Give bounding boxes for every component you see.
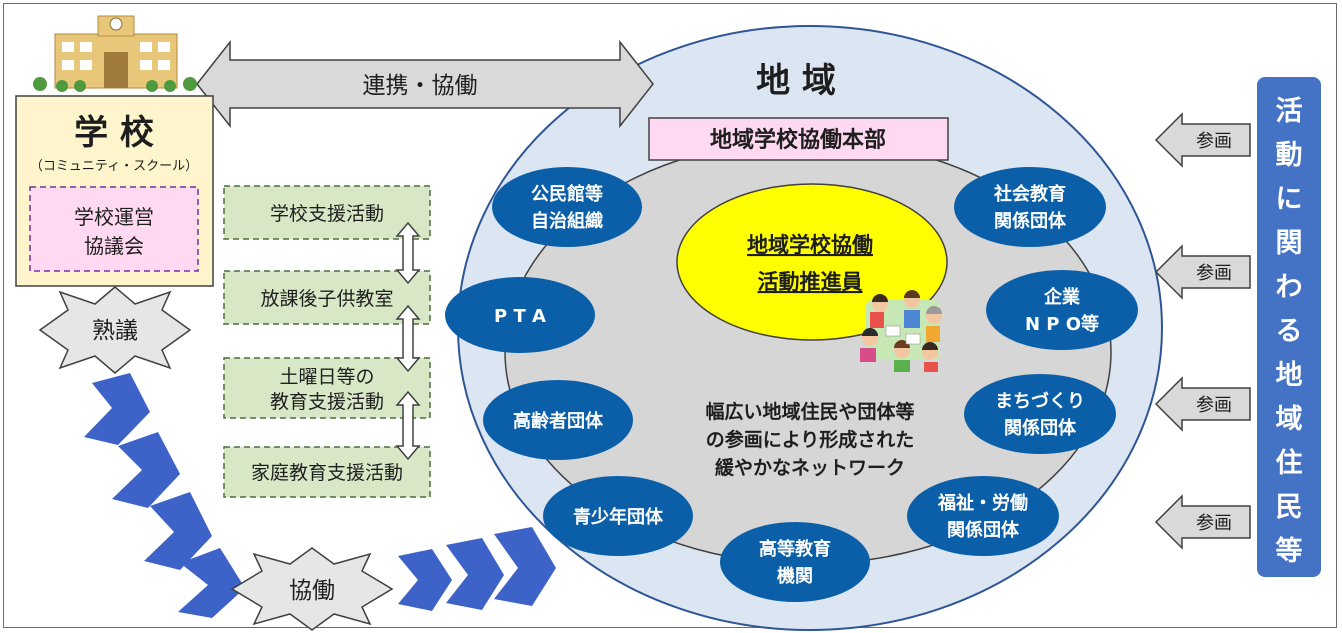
org-pta: P T A bbox=[445, 277, 595, 353]
residents-bar bbox=[1257, 77, 1321, 577]
headquarters-box bbox=[648, 117, 949, 161]
residents-char-10: 民 bbox=[1276, 492, 1303, 523]
network-text-line1: 幅広い地域住民や団体等 bbox=[705, 400, 914, 423]
residents-char-5: わ bbox=[1276, 272, 1303, 303]
activity-1-label: 学校支援活動 bbox=[270, 203, 384, 225]
org-town-development-line2: 関係団体 bbox=[1004, 417, 1077, 439]
org-kominkan-line1: 公民館等 bbox=[531, 183, 603, 205]
org-youth-label: 青少年団体 bbox=[573, 506, 664, 528]
org-town-development: まちづくり 関係団体 bbox=[964, 374, 1116, 454]
promoter-label-line2: 活動推進員 bbox=[758, 270, 863, 294]
org-higher-education-line2: 機関 bbox=[777, 565, 813, 587]
participation-arrow-3-label: 参画 bbox=[1196, 395, 1232, 416]
collaboration-star bbox=[230, 547, 394, 631]
headquarters-label: 地域学校協働本部 bbox=[710, 127, 886, 153]
network-text-line2: の参画により形成された bbox=[706, 428, 915, 451]
school-subtitle: （コミュニティ・スクール） bbox=[30, 159, 198, 174]
org-higher-education: 高等教育 機関 bbox=[720, 522, 870, 602]
participation-arrow-1-label: 参画 bbox=[1196, 131, 1232, 152]
participation-arrow-1: 参画 bbox=[1154, 112, 1251, 168]
chevron-3 bbox=[144, 492, 212, 570]
activity-link-arrows bbox=[395, 221, 421, 461]
collaboration-arrow-label: 連携・協働 bbox=[363, 73, 478, 99]
org-kominkan-line2: 自治組織 bbox=[531, 210, 603, 232]
org-welfare-labor-line1: 福祉・労働 bbox=[937, 492, 1028, 514]
org-kominkan: 公民館等 自治組織 bbox=[492, 167, 642, 247]
residents-char-9: 住 bbox=[1276, 447, 1303, 479]
residents-char-2: 動 bbox=[1276, 140, 1303, 171]
residents-label: 活 動 に 関 わ る 地 域 住 民 等 bbox=[1276, 96, 1303, 567]
activity-3-line1: 土曜日等の bbox=[279, 366, 374, 388]
org-elderly: 高齢者団体 bbox=[483, 380, 633, 460]
deliberation-label: 熟議 bbox=[92, 318, 138, 344]
residents-char-11: 等 bbox=[1276, 535, 1303, 567]
participation-arrow-2: 参画 bbox=[1154, 244, 1251, 300]
activity-2-label: 放課後子供教室 bbox=[260, 288, 393, 310]
chevron-1 bbox=[84, 373, 150, 445]
network-text-line3: 緩やかなネットワーク bbox=[715, 456, 905, 479]
participation-arrow-3: 参画 bbox=[1154, 376, 1251, 432]
region-title: 地 域 bbox=[756, 61, 836, 101]
residents-char-7: 地 bbox=[1276, 360, 1303, 391]
promoter-label-line1: 地域学校協働 bbox=[747, 233, 873, 257]
participation-arrow-2-label: 参画 bbox=[1196, 263, 1232, 284]
chevron-6 bbox=[446, 538, 504, 610]
org-welfare-labor: 福祉・労働 関係団体 bbox=[907, 476, 1059, 556]
collaboration-label: 協働 bbox=[289, 578, 335, 604]
activity-3-line2: 教育支援活動 bbox=[270, 391, 384, 413]
deliberation-star bbox=[38, 286, 192, 374]
org-pta-label: P T A bbox=[494, 306, 546, 327]
activity-link-arrow-2 bbox=[395, 304, 421, 373]
chevron-2 bbox=[112, 432, 180, 508]
org-welfare-labor-line2: 関係団体 bbox=[947, 519, 1020, 541]
chevron-5 bbox=[398, 549, 452, 611]
activity-4-label: 家庭教育支援活動 bbox=[251, 462, 403, 484]
diagram-frame bbox=[3, 3, 1337, 628]
school-council-line1: 学校運営 bbox=[74, 205, 154, 229]
residents-char-3: に bbox=[1276, 184, 1303, 215]
participation-arrow-4-label: 参画 bbox=[1196, 513, 1232, 534]
residents-char-6: る bbox=[1276, 316, 1303, 347]
org-youth: 青少年団体 bbox=[543, 476, 693, 556]
org-company-npo-line1: 企業 bbox=[1043, 286, 1081, 308]
school-council-line2: 協議会 bbox=[84, 234, 144, 258]
activity-link-arrow-1 bbox=[395, 221, 421, 285]
org-higher-education-line1: 高等教育 bbox=[759, 538, 831, 560]
people-meeting-illustration bbox=[860, 290, 942, 372]
residents-char-1: 活 bbox=[1276, 96, 1303, 127]
org-elderly-label: 高齢者団体 bbox=[513, 410, 604, 432]
activity-box-3 bbox=[223, 357, 431, 419]
org-social-education-line2: 関係団体 bbox=[994, 210, 1067, 232]
org-town-development-line1: まちづくり bbox=[995, 391, 1085, 412]
activity-box-4 bbox=[223, 446, 431, 498]
residents-char-8: 域 bbox=[1276, 404, 1303, 435]
school-title: 学 校 bbox=[74, 113, 154, 153]
collaboration-double-arrow bbox=[196, 39, 654, 129]
chevron-flow bbox=[84, 373, 556, 618]
activity-box-1 bbox=[223, 185, 431, 240]
residents-char-4: 関 bbox=[1276, 228, 1303, 259]
participation-arrow-4: 参画 bbox=[1154, 494, 1251, 550]
school-council-box bbox=[29, 186, 199, 272]
activity-box-2 bbox=[223, 270, 431, 325]
activity-link-arrow-3 bbox=[395, 390, 421, 461]
org-social-education: 社会教育 関係団体 bbox=[954, 167, 1106, 247]
school-building-icon bbox=[33, 15, 197, 92]
org-company-npo-line2: N P O等 bbox=[1025, 313, 1099, 335]
org-social-education-line1: 社会教育 bbox=[994, 183, 1066, 205]
chevron-7 bbox=[494, 527, 556, 606]
org-company-npo: 企業 N P O等 bbox=[986, 270, 1138, 350]
chevron-4 bbox=[178, 548, 245, 618]
